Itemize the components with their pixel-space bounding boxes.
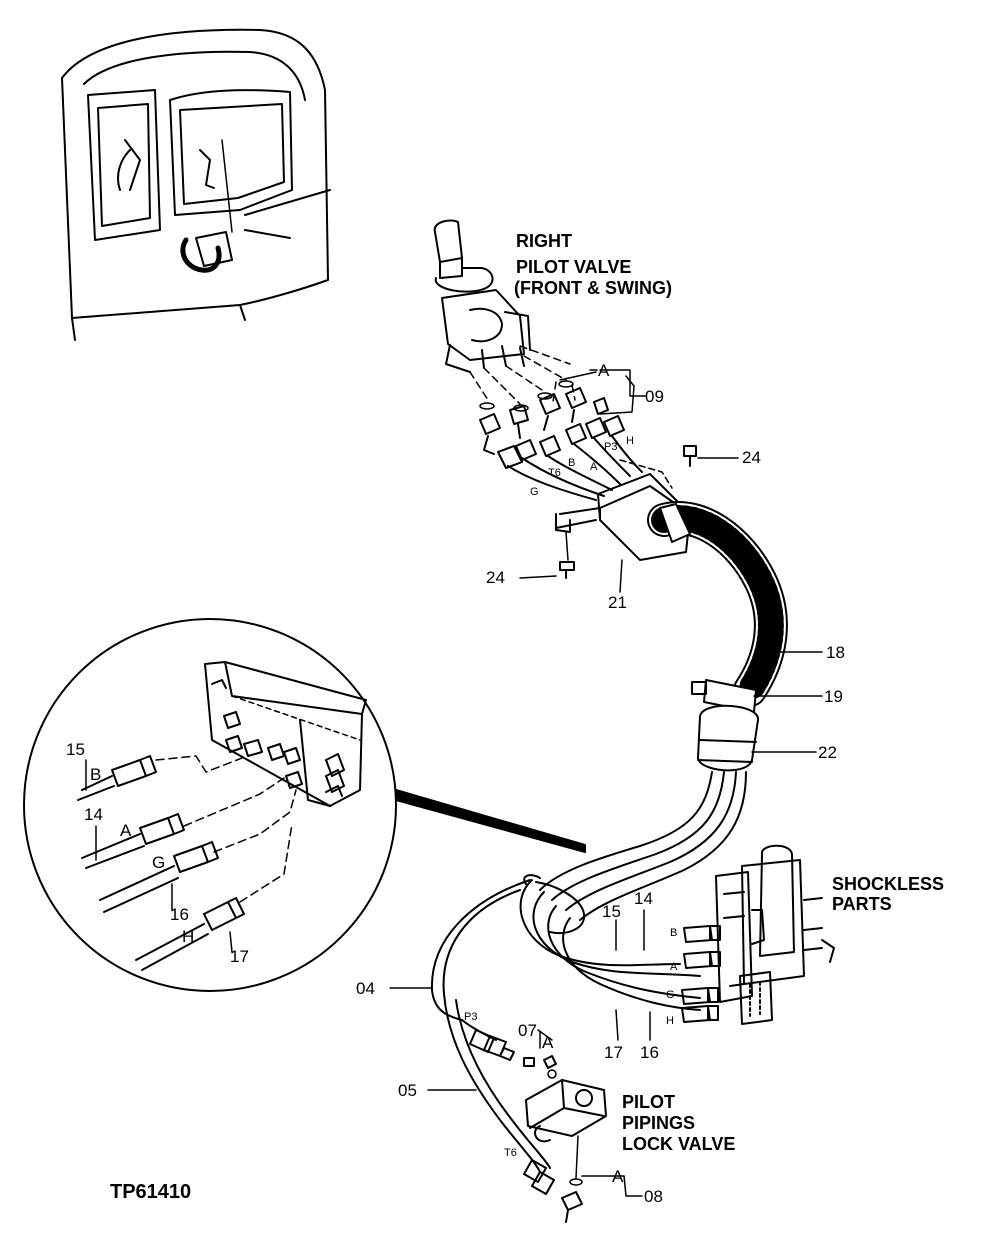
callout-14-detail: 14 [84, 805, 103, 824]
port-b-shockless: B [670, 927, 678, 939]
callout-17-shockless: 17 [604, 1043, 623, 1062]
port-a2-top: A [590, 461, 598, 473]
port-a-detail: A [120, 821, 132, 840]
clamp-block-21 [555, 445, 697, 579]
fittings-lower [469, 1029, 557, 1195]
title-lock-valve: LOCK VALVE [622, 1134, 736, 1154]
callout-09: 09 [645, 387, 664, 406]
callout-14-shockless: 14 [634, 889, 653, 908]
port-a2-lower: A [612, 1167, 624, 1186]
callout-16-shockless: 16 [640, 1043, 659, 1062]
callout-21: 21 [608, 593, 627, 612]
port-g-detail: G [152, 853, 166, 872]
port-h-shockless: H [666, 1015, 674, 1027]
title-pilot: PILOT [622, 1092, 675, 1112]
port-t6-lower: T6 [504, 1147, 517, 1159]
shockless-connectors [681, 925, 721, 1023]
detail-pointer [395, 789, 586, 853]
callout-16-detail: 16 [170, 905, 189, 924]
hoses-lower [430, 879, 551, 1173]
port-h-top: H [626, 435, 634, 447]
port-g-top: G [530, 486, 539, 498]
callout-leaders [85, 369, 823, 1197]
callout-07: 07 [518, 1021, 537, 1040]
hose-bundle-main [519, 771, 747, 1011]
corrugated-hose [647, 501, 788, 772]
callout-04: 04 [356, 979, 375, 998]
title-front-swing: (FRONT & SWING) [514, 278, 672, 298]
title-parts: PARTS [832, 894, 892, 914]
callout-22: 22 [818, 743, 837, 762]
o-rings-top [479, 380, 574, 412]
dashed-leaders-top [469, 345, 601, 405]
port-t6-top: T6 [548, 467, 561, 479]
callout-19: 19 [824, 687, 843, 706]
port-a-top: A [598, 361, 610, 380]
port-a-shockless: A [670, 961, 678, 973]
excavator-cab [61, 28, 331, 341]
port-p3-lower: P3 [464, 1011, 478, 1023]
pilot-valve [433, 219, 531, 373]
title-shockless: SHOCKLESS [832, 874, 945, 894]
title-right: RIGHT [516, 231, 572, 251]
title-pipings: PIPINGS [622, 1113, 696, 1133]
shockless-parts-block [715, 844, 835, 1025]
detail-view [23, 618, 397, 992]
port-g-shockless: G [666, 989, 675, 1001]
port-h-detail: H [182, 927, 195, 946]
port-a-lower: A [542, 1033, 554, 1052]
callout-15-detail: 15 [66, 740, 85, 759]
callout-18: 18 [826, 643, 845, 662]
callout-24-top: 24 [742, 448, 761, 467]
port-b-detail: B [90, 765, 102, 784]
lock-valve [525, 1079, 607, 1223]
figure-code: TP61410 [110, 1181, 192, 1203]
elbow-fittings-top [479, 375, 635, 455]
port-b-top: B [568, 457, 576, 469]
callout-17-detail: 17 [230, 947, 249, 966]
callout-15-shockless: 15 [602, 902, 621, 921]
callout-08: 08 [644, 1187, 663, 1206]
port-p3-top: P3 [604, 441, 618, 453]
hose-ends-top [497, 415, 643, 501]
callout-05: 05 [398, 1081, 417, 1100]
title-pilot-valve: PILOT VALVE [516, 257, 632, 277]
callout-24-bottom: 24 [486, 568, 505, 587]
